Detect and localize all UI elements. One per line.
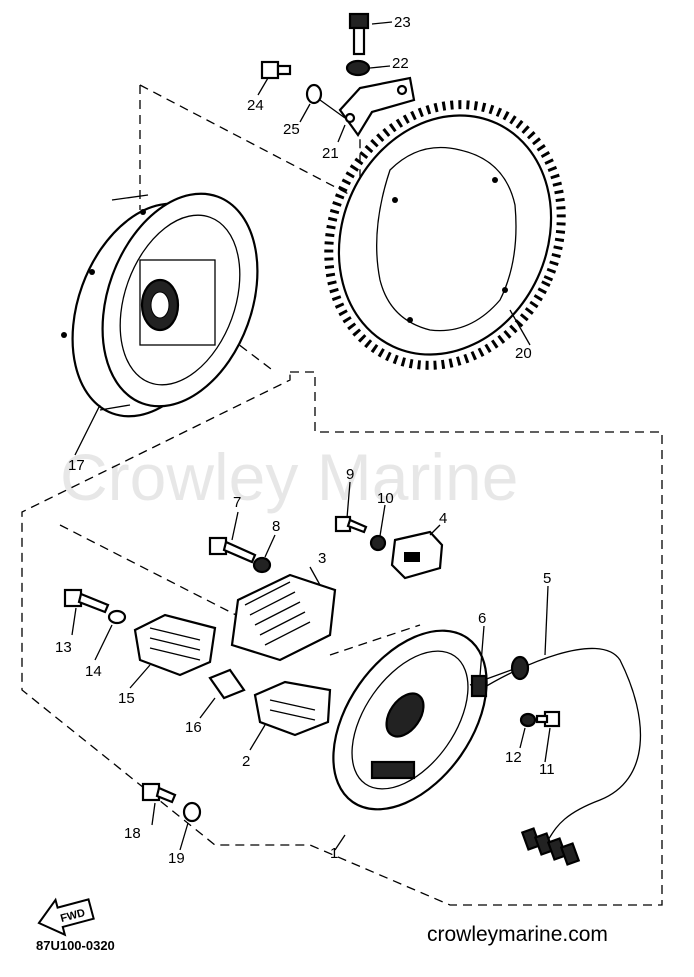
- callout-2: 2: [242, 753, 250, 770]
- callout-4: 4: [439, 510, 447, 527]
- wire-connectors: [520, 827, 581, 866]
- lighting-coil: [249, 680, 332, 751]
- callout-13: 13: [55, 639, 72, 656]
- bolt-nut-9-10: [334, 481, 387, 552]
- callout-18: 18: [124, 825, 141, 842]
- pulser: [390, 524, 444, 580]
- assembly-boundary: [21, 371, 663, 906]
- callout-11: 11: [539, 761, 555, 778]
- callout-21: 21: [322, 145, 339, 162]
- callout-19: 19: [168, 850, 185, 867]
- bolt-washer-13-14: [63, 588, 127, 661]
- callout-3: 3: [318, 550, 326, 567]
- callout-14: 14: [85, 663, 102, 680]
- callout-24: 24: [247, 97, 264, 114]
- charge-coil: [129, 613, 217, 689]
- collar: [199, 668, 246, 719]
- callout-20: 20: [515, 345, 532, 362]
- callout-10: 10: [377, 490, 394, 507]
- callout-5: 5: [543, 570, 551, 587]
- screw-washer-11-12: [519, 710, 561, 763]
- wire-harness: [469, 585, 642, 866]
- flywheel: [61, 192, 259, 456]
- ring-gear: [324, 100, 566, 370]
- watermark: Crowley Marine: [60, 440, 518, 514]
- callout-17: 17: [68, 457, 85, 474]
- callout-1: 1: [330, 845, 338, 862]
- callout-6: 6: [478, 610, 486, 627]
- callout-22: 22: [392, 55, 409, 72]
- callout-12: 12: [505, 749, 522, 766]
- callout-8: 8: [272, 518, 280, 535]
- callout-25: 25: [283, 121, 300, 138]
- drawing-code: 87U100-0320: [36, 938, 115, 953]
- callout-7: 7: [233, 494, 241, 511]
- stator-coil: [230, 566, 337, 662]
- fwd-arrow-icon: FWD: [37, 897, 95, 937]
- website-url: crowleymarine.com: [427, 923, 608, 946]
- callout-23: 23: [394, 14, 411, 31]
- callout-16: 16: [185, 719, 202, 736]
- stator-base: [332, 629, 488, 851]
- bolt-nut-7-8: [208, 511, 276, 574]
- bolt-washer-18-19: [141, 782, 202, 851]
- callout-9: 9: [346, 466, 354, 483]
- callout-15: 15: [118, 690, 135, 707]
- leader-base: [329, 624, 421, 656]
- callout-labels: 1 2 3 4 5 6 7 8 9 10 11 12 13 14 15 16 1…: [55, 14, 555, 867]
- bracket-assembly: [257, 12, 416, 143]
